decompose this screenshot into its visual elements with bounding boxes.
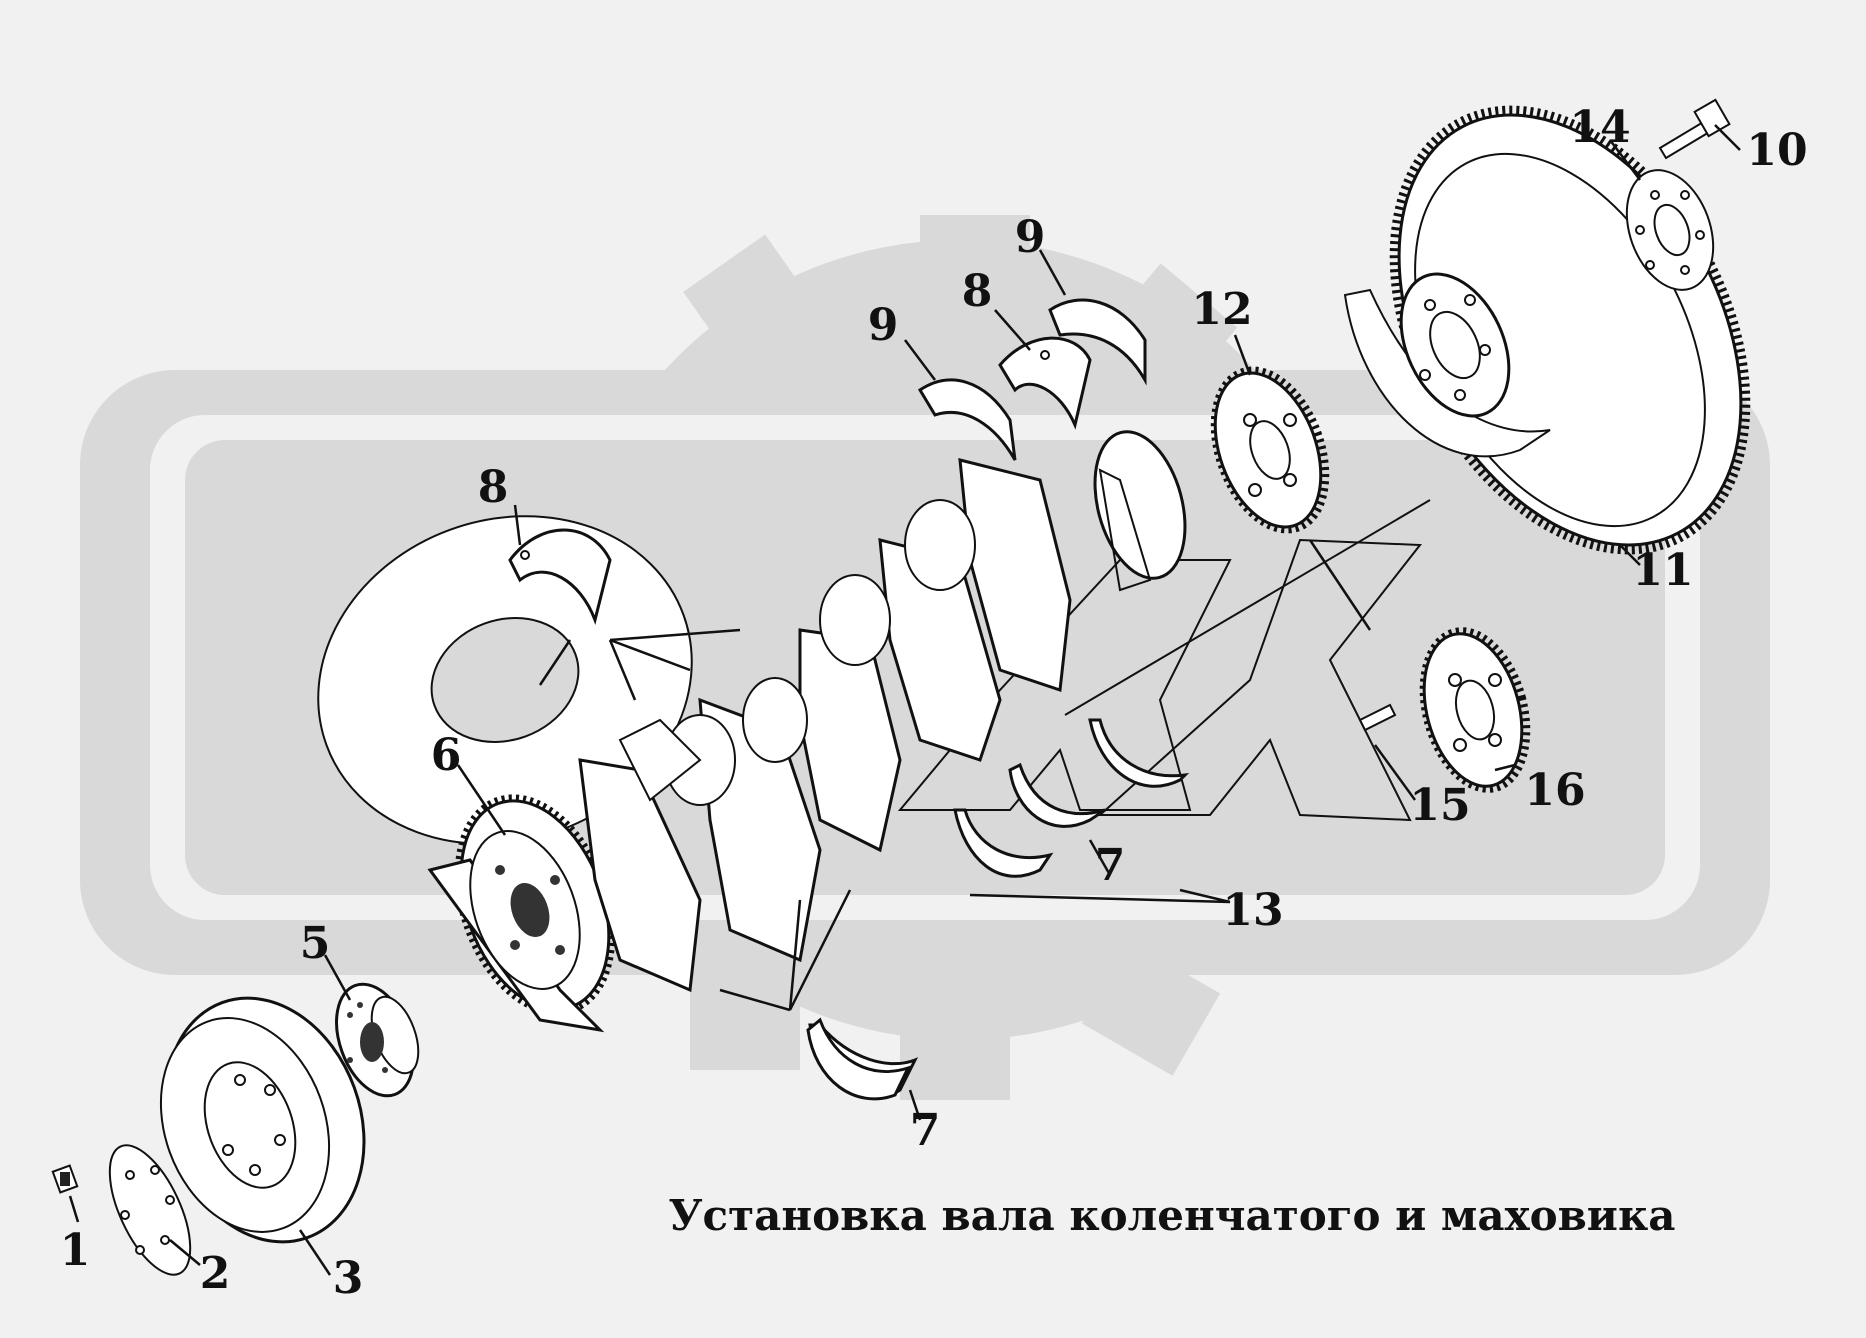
gear-part-12 xyxy=(1210,366,1330,534)
callout-7-lower: 7 xyxy=(910,1105,941,1156)
callout-11: 11 xyxy=(1632,545,1693,596)
callout-10: 10 xyxy=(1746,125,1807,176)
washer-plate-part-14 xyxy=(1625,169,1715,291)
bolt-part-1 xyxy=(51,1164,79,1194)
washer-plate-part-2 xyxy=(108,1144,192,1276)
callout-12: 12 xyxy=(1191,284,1252,335)
bearing-shell-part-8-left xyxy=(508,528,612,626)
callout-13: 13 xyxy=(1222,885,1283,936)
leader-lines xyxy=(68,124,1741,1276)
bearing-shell-part-7-bottom xyxy=(806,1017,911,1101)
callout-7-upper: 7 xyxy=(1095,840,1126,891)
diagram-title: Установка вала коленчатого и маховика xyxy=(668,1191,1675,1240)
callout-3: 3 xyxy=(333,1253,364,1304)
bolt-part-10 xyxy=(1658,98,1731,160)
bearing-shells-part-13 xyxy=(953,718,1190,878)
callout-9-left: 9 xyxy=(868,300,899,351)
callout-16: 16 xyxy=(1524,765,1585,816)
callout-6: 6 xyxy=(431,730,462,781)
callout-14: 14 xyxy=(1569,102,1630,153)
callout-5: 5 xyxy=(300,918,331,969)
callout-1: 1 xyxy=(60,1225,91,1276)
thrust-washer-part-9-right xyxy=(1048,298,1147,386)
callout-2: 2 xyxy=(200,1248,231,1299)
callout-labels: 1 2 3 5 6 7 7 8 8 9 9 10 11 12 13 14 15 … xyxy=(60,102,1808,1304)
thrust-washer-part-9-left xyxy=(917,378,1017,461)
callout-9-right: 9 xyxy=(1015,212,1046,263)
bearing-shell-part-7-upper xyxy=(1008,762,1106,828)
callout-8-left: 8 xyxy=(478,462,509,513)
callout-15: 15 xyxy=(1409,780,1470,831)
pulley-part-3 xyxy=(159,996,366,1244)
callout-8-top: 8 xyxy=(962,266,993,317)
dowel-pin-part-15 xyxy=(1358,703,1397,732)
crankshaft xyxy=(427,430,1187,1033)
gear-part-16 xyxy=(1419,627,1531,793)
bearing-shell-part-8-top xyxy=(998,336,1092,430)
hub-part-5 xyxy=(335,982,420,1098)
direction-arrows xyxy=(538,539,1372,1012)
